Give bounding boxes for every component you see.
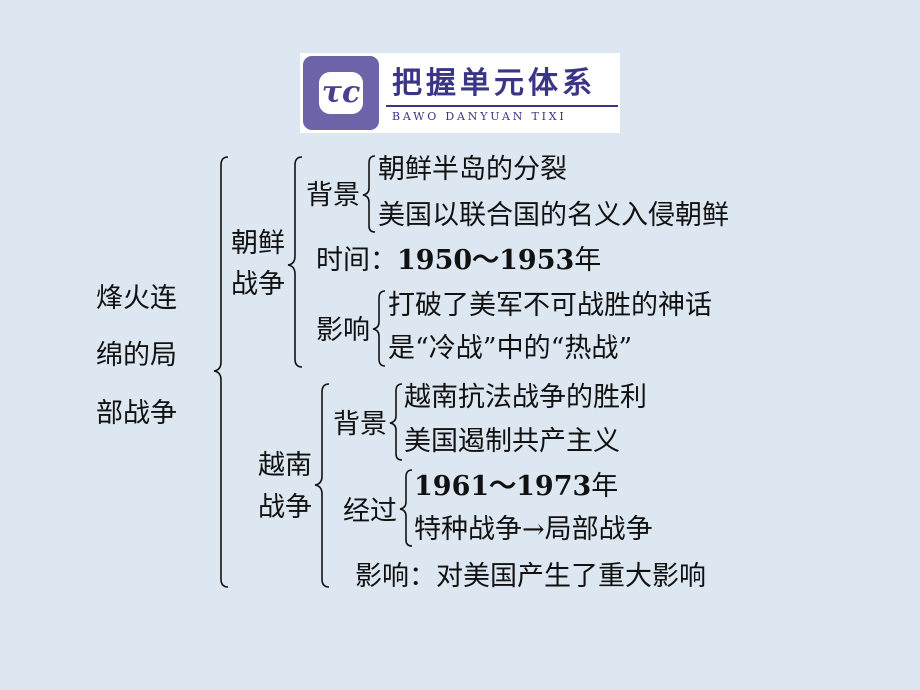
vietnam-course-year-unit: 年 [591,471,619,502]
vietnam-course-year-value: 1961～1973 [414,471,592,502]
vietnam-label-line2: 战争 [258,492,312,523]
vietnam-course-label: 经过 [343,496,397,527]
korea-time-value: 1950～1953 [397,245,575,276]
root-label-line3: 部战争 [96,398,177,429]
banner-divider [386,105,618,107]
banner-title: 把握单元体系 [392,66,596,101]
korea-influence-item-1: 打破了美军不可战胜的神话 [388,290,712,321]
logo-glyph: τc [321,75,361,110]
vietnam-influence: 影响：对美国产生了重大影响 [355,561,706,592]
korea-label-line2: 战争 [231,269,285,300]
vietnam-course-years: 1961～1973年 [414,471,618,503]
korea-time-label: 时间： [316,245,397,276]
korea-background-item-2: 美国以联合国的名义入侵朝鲜 [378,200,729,231]
root-label-line2: 绵的局 [96,340,177,371]
brace-root [213,156,229,588]
vietnam-stage-2: 局部战争 [544,514,653,545]
arrow-right-icon: → [522,514,545,545]
korea-background-item-1: 朝鲜半岛的分裂 [378,154,567,185]
vietnam-background-label: 背景 [333,409,387,440]
korea-influence-label: 影响 [316,315,370,346]
brace-vietnam-course [399,469,413,547]
brace-vietnam-background [389,383,403,461]
section-banner: τc 把握单元体系 BAWO DANYUAN TIXI [300,53,620,133]
brace-korea-background [362,155,376,233]
vietnam-stage-1: 特种战争 [414,514,522,545]
brace-vietnam [314,383,330,588]
banner-subtitle: BAWO DANYUAN TIXI [392,110,567,123]
korea-background-label: 背景 [306,180,360,211]
korea-influence-item-2: 是“冷战”中的“热战” [388,333,633,364]
korea-time-unit: 年 [574,245,602,276]
vietnam-label-line1: 越南 [258,450,312,481]
vietnam-background-item-1: 越南抗法战争的胜利 [404,382,647,413]
unit-logo-icon: τc [303,56,379,130]
vietnam-background-item-2: 美国遏制共产主义 [404,426,620,457]
vietnam-course-stages: 特种战争→局部战争 [414,514,653,546]
brace-korea [287,156,303,368]
korea-label-line1: 朝鲜 [231,228,285,259]
korea-time: 时间：1950～1953年 [316,245,601,277]
brace-korea-influence [372,290,386,367]
root-label-line1: 烽火连 [96,283,177,314]
